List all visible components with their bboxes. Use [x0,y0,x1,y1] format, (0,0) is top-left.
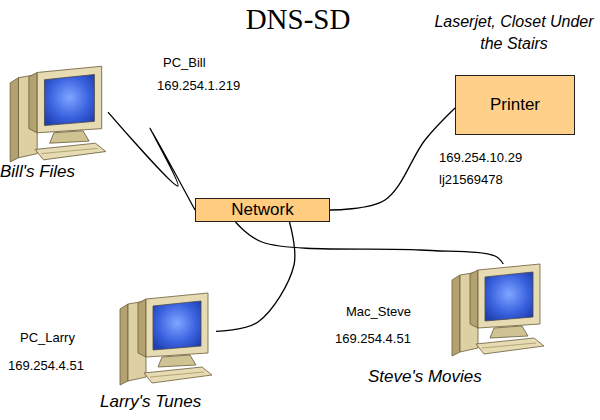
network-cable [108,112,195,210]
computer-node: Mac_Steve169.254.4.51Steve's Movies [470,264,544,360]
network-cable [216,222,295,331]
device-box: Laserjet, Closet Under the StairsPrinter… [455,75,575,135]
host-detail: lj21569478 [439,173,503,188]
host-detail: 169.254.4.51 [335,332,411,347]
box-label: Printer [456,76,574,134]
box-label: Network [196,199,329,221]
host-detail: PC_Larry [20,331,75,346]
computer-icon [452,264,544,356]
host-detail: Mac_Steve [346,305,411,320]
network-cable [236,222,504,264]
host-detail: 169.254.10.29 [439,151,522,166]
host-detail: PC_Bill [163,56,206,71]
device-box: Network [195,198,330,222]
computer-icon [10,66,106,162]
computer-node: PC_Larry169.254.4.51Larry's Tunes [138,293,216,389]
service-name: Steve's Movies [368,367,482,387]
service-name: Larry's Tunes [100,392,201,412]
computer-icon [120,293,212,385]
host-detail: 169.254.1.219 [157,79,240,94]
network-cable [330,108,455,210]
service-name: Bill's Files [0,162,75,182]
diagram-title: DNS-SD [0,3,596,36]
service-name: Laserjet, Closet Under the Stairs [428,11,600,55]
computer-node: PC_Bill169.254.1.219Bill's Files [10,66,108,162]
host-detail: 169.254.4.51 [8,359,84,374]
